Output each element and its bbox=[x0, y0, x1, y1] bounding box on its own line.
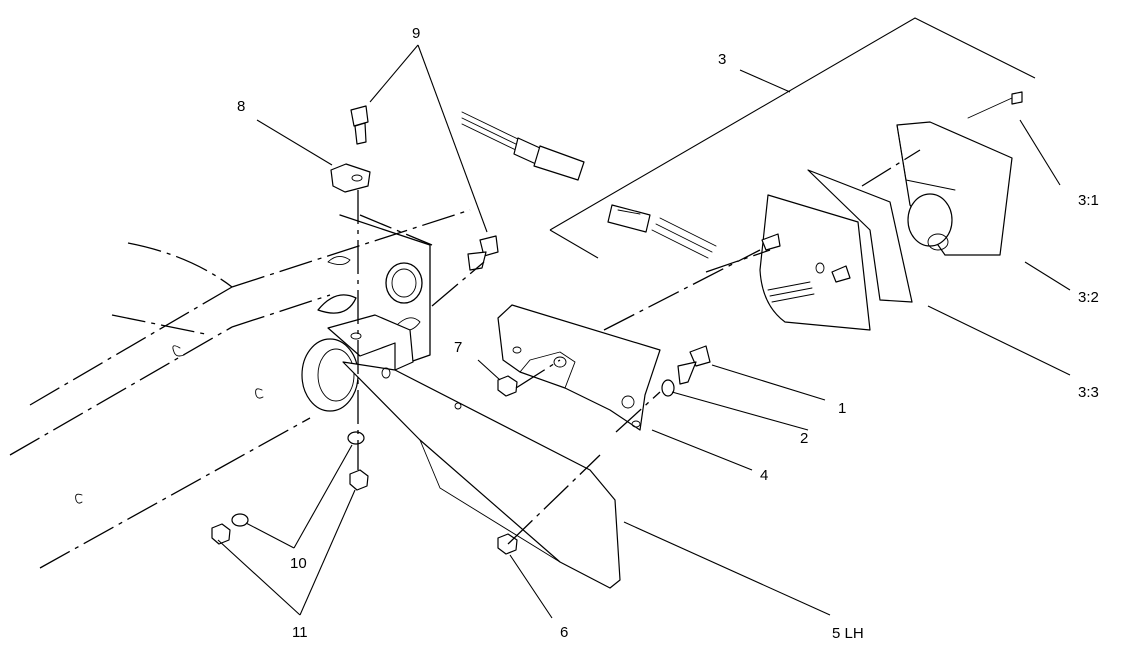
callout-8: 8 bbox=[237, 98, 245, 115]
callout-6: 6 bbox=[560, 624, 568, 641]
callout-3-2: 3:2 bbox=[1078, 289, 1099, 306]
mounting-bracket bbox=[327, 314, 621, 589]
callout-2: 2 bbox=[800, 430, 808, 447]
vehicle-frame bbox=[9, 209, 471, 569]
callout-5-lh: 5 LH bbox=[832, 625, 864, 642]
callout-labels: 1 2 3 3:1 3:2 3:3 4 5 LH 6 7 8 9 10 11 bbox=[237, 25, 1099, 642]
wire-harness-upper bbox=[461, 111, 585, 181]
lamp-assembly bbox=[607, 121, 1013, 331]
center-lines bbox=[357, 149, 921, 545]
leader-lines bbox=[217, 17, 1071, 619]
callout-7: 7 bbox=[454, 339, 462, 356]
callout-9: 9 bbox=[412, 25, 420, 42]
callout-3-3: 3:3 bbox=[1078, 384, 1099, 401]
callout-11: 11 bbox=[292, 624, 308, 641]
callout-10: 10 bbox=[290, 555, 307, 572]
fasteners bbox=[211, 91, 1023, 555]
callout-3-1: 3:1 bbox=[1078, 192, 1099, 209]
callout-4: 4 bbox=[760, 467, 768, 484]
tube-end bbox=[301, 338, 359, 412]
callout-3: 3 bbox=[718, 51, 726, 68]
lamp-bracket bbox=[497, 304, 661, 431]
frame-plate bbox=[317, 214, 431, 363]
callout-1: 1 bbox=[838, 400, 846, 417]
